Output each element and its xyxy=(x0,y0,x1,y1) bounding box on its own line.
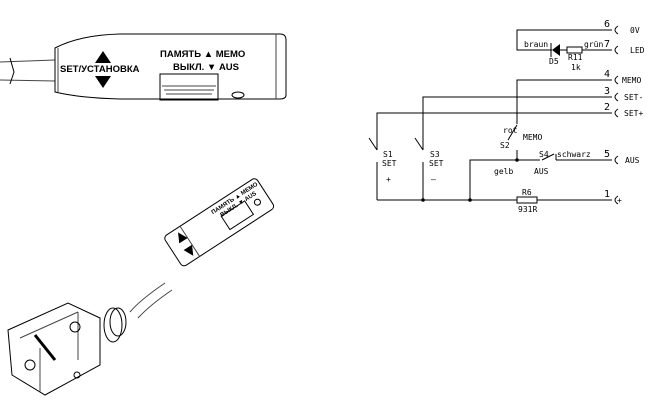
diode-icon xyxy=(552,44,560,56)
pin-number: 1 xyxy=(604,189,610,200)
pin-label: + xyxy=(617,196,622,205)
handle-body xyxy=(54,33,287,100)
component-value: 931R xyxy=(518,205,537,214)
pin-label: LED xyxy=(630,46,645,55)
wire-label: grün xyxy=(584,40,603,49)
cable xyxy=(0,59,56,82)
connector-housing xyxy=(7,302,101,396)
pin-number: 4 xyxy=(604,69,610,80)
component-label: SET xyxy=(429,159,444,168)
pin-number: 7 xyxy=(604,39,610,50)
pin-number: 6 xyxy=(604,19,610,30)
pin-number: 3 xyxy=(604,86,610,97)
pin-label: MEMO xyxy=(622,76,641,85)
component-label: S3 xyxy=(430,150,440,159)
aus-label: ВЫКЛ. ▼ AUS xyxy=(173,62,239,73)
component-label: MEMO xyxy=(523,133,542,142)
wire-label: braun xyxy=(524,40,548,49)
schematic: 6 0V 7 LED 4 MEMO 3 SET- 2 SET+ 5 AUS 1 … xyxy=(368,19,645,214)
component-label: AUS xyxy=(534,167,549,176)
switch-top-view: SET/УСТАНОВКА ПАМЯТЬ ▲ MEMO ВЫКЛ. ▼ AUS xyxy=(0,33,287,101)
component-value: 1k xyxy=(571,63,581,72)
wire-label: rot xyxy=(503,126,518,135)
component-label: — xyxy=(431,175,436,184)
wire-label: schwarz xyxy=(557,150,591,159)
pin-label: SET- xyxy=(624,93,643,102)
handle-body-iso xyxy=(164,178,275,267)
wire-label: gelb xyxy=(494,167,513,176)
arrow-down-icon xyxy=(95,76,111,88)
pin-label: AUS xyxy=(625,156,640,165)
component-label: S4 xyxy=(539,150,549,159)
memo-label: ПАМЯТЬ ▲ MEMO xyxy=(160,49,245,60)
component-label: S1 xyxy=(383,150,393,159)
component-label: R11 xyxy=(568,53,583,62)
component-label: S2 xyxy=(500,141,510,150)
component-label: D5 xyxy=(549,57,559,66)
pin-label: SET+ xyxy=(624,109,643,118)
arrow-up-icon xyxy=(95,51,111,63)
component-label: SET xyxy=(382,159,397,168)
component-label: R6 xyxy=(522,188,532,197)
pin-label: 0V xyxy=(630,26,640,35)
set-label: SET/УСТАНОВКА xyxy=(60,64,140,75)
memo-aus-slider[interactable] xyxy=(159,73,219,101)
pin-number: 5 xyxy=(604,149,610,160)
component-label: + xyxy=(386,175,391,184)
pin-number: 2 xyxy=(604,102,610,113)
switch-isometric-view: ПАМЯТЬ ▲ MEMO ВЫКЛ. ▼ AUS xyxy=(7,178,275,396)
cable-iso xyxy=(129,282,173,319)
led-indicator xyxy=(231,91,245,99)
